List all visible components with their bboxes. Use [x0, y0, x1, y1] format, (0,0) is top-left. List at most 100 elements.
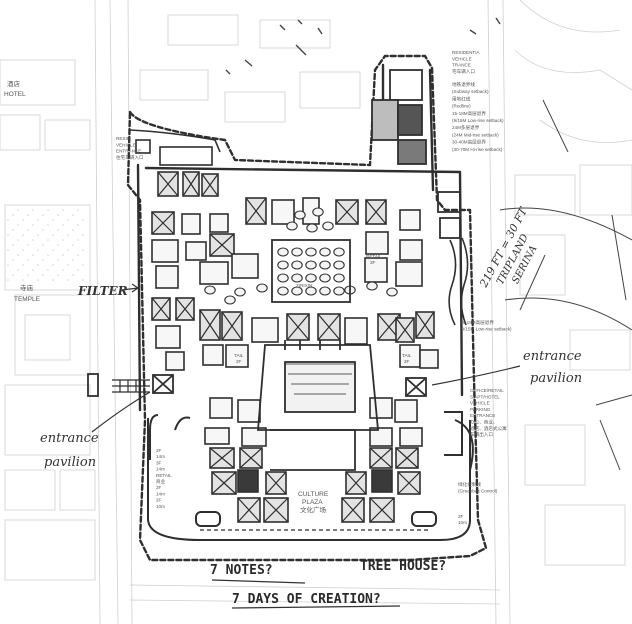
tree-canopy [294, 210, 306, 220]
left-building-label: 14m [156, 491, 165, 496]
building-block [185, 241, 207, 261]
setback-legend: 15-18M高层退界 [452, 110, 486, 117]
landscape-ribbons [448, 237, 469, 326]
building-block [151, 211, 175, 235]
left-building-label: 14m [156, 454, 165, 459]
setback-legend: (Subway setback) [452, 89, 489, 94]
culture-plaza-3: 文化广场 [300, 505, 327, 514]
building-block [369, 497, 395, 523]
building-block [365, 231, 389, 255]
left-building-label: RETAIL [156, 473, 172, 478]
building-block [165, 351, 185, 371]
office-entrance-label: 办公、商业、 [470, 419, 498, 426]
tree-canopy [291, 247, 303, 257]
building-block [399, 209, 421, 231]
building-block [399, 239, 423, 261]
left-building-label: 3F [156, 460, 162, 465]
building-block [175, 297, 195, 321]
building-block [237, 497, 261, 523]
hotel-cn-label: 酒店 [7, 79, 21, 88]
setback-legend: 地铁退界线 [452, 81, 475, 88]
building-block [344, 317, 368, 345]
entrance-right-2: pavilion [530, 371, 582, 386]
building-block [151, 297, 171, 321]
tree-canopy [224, 295, 236, 305]
entrance-left-2: pavilion [44, 455, 96, 470]
tree-canopy [319, 247, 331, 257]
building-block [265, 471, 287, 495]
retail-right: RETAIL [366, 254, 382, 259]
res-entrance-top-label: RESIDENTIA [452, 50, 481, 55]
left-building-label: 2F [156, 448, 162, 453]
left-building-label: 2F [156, 498, 162, 503]
greenbelt-label: (Greenbelt Control) [458, 488, 498, 493]
lower-wings [147, 411, 474, 541]
tree-garden [204, 207, 398, 305]
building-block [182, 171, 200, 197]
tree-canopy [277, 247, 289, 257]
setback-legend: 24M多层退界 [452, 124, 480, 131]
tree-canopy [319, 273, 331, 283]
office-entrance-label: VEHICLE [470, 401, 490, 406]
central-courtyard [257, 239, 379, 471]
office-entrance-label: PARKING [470, 407, 491, 412]
hotel-en-label: HOTEL [4, 91, 26, 98]
tree-canopy [204, 285, 216, 295]
low-rise-note: 15-18M高层退界 [460, 319, 494, 326]
building-block [211, 471, 237, 495]
building-block [231, 253, 259, 279]
building-block [204, 427, 230, 445]
tail-left: TAIL [234, 353, 244, 358]
building-block [225, 344, 249, 368]
res-entrance-left-label: 住宅车辆入口 [116, 154, 144, 161]
setback-legend: (9/15M Low-rise setback) [452, 118, 504, 123]
building-block [317, 313, 341, 341]
building-block [202, 344, 224, 366]
res-entrance-top-label: 宅车辆入口 [452, 68, 475, 75]
building-block [237, 469, 259, 493]
building-block [237, 399, 261, 423]
building-block [369, 427, 393, 447]
office-entrance-label: ENTRANCE [470, 413, 495, 418]
building-block [397, 471, 421, 495]
tree-canopy [333, 260, 345, 270]
culture-plaza-2: PLAZA [302, 499, 323, 506]
tree-canopy [277, 260, 289, 270]
building-block [199, 309, 221, 341]
tree-canopy [305, 260, 317, 270]
building-block [369, 397, 393, 419]
tree-house: TREE HOUSE? [360, 559, 446, 574]
low-rise-note: (9/15M Low-rise setback) [460, 326, 512, 331]
res-entrance-left-label: RESID [116, 136, 131, 141]
building-block [364, 257, 388, 283]
days-7: 7 DAYS OF CREATION? [232, 592, 381, 607]
building-block [199, 261, 229, 285]
left-building-label: 商业 [156, 478, 166, 485]
building-block [201, 173, 219, 197]
entrance-pavilions [152, 374, 427, 397]
building-block [209, 233, 235, 257]
tree-canopy [256, 283, 268, 293]
temple-en-label: TEMPLE [14, 296, 41, 303]
building-block [394, 399, 418, 423]
building-block [241, 427, 267, 447]
building-block [395, 447, 419, 469]
building-block [345, 471, 367, 495]
tree-canopy [277, 273, 289, 283]
building-block [209, 397, 233, 419]
setback-legend: (Redline) [452, 104, 471, 109]
tail-left-2: 2F [236, 359, 242, 364]
tree-canopy [305, 247, 317, 257]
building-block [239, 447, 263, 469]
building-block [286, 313, 310, 341]
setback-legend: 用地红线 [452, 95, 471, 102]
tree-canopy [277, 286, 289, 296]
setback-legend: 30-40M高层退界 [452, 139, 486, 146]
building-block [155, 325, 181, 349]
tree-canopy [286, 221, 298, 231]
greenbelt-label: 绿化控制线 [458, 481, 481, 488]
building-block [155, 265, 179, 289]
retail-right-2: 3F [370, 260, 376, 265]
